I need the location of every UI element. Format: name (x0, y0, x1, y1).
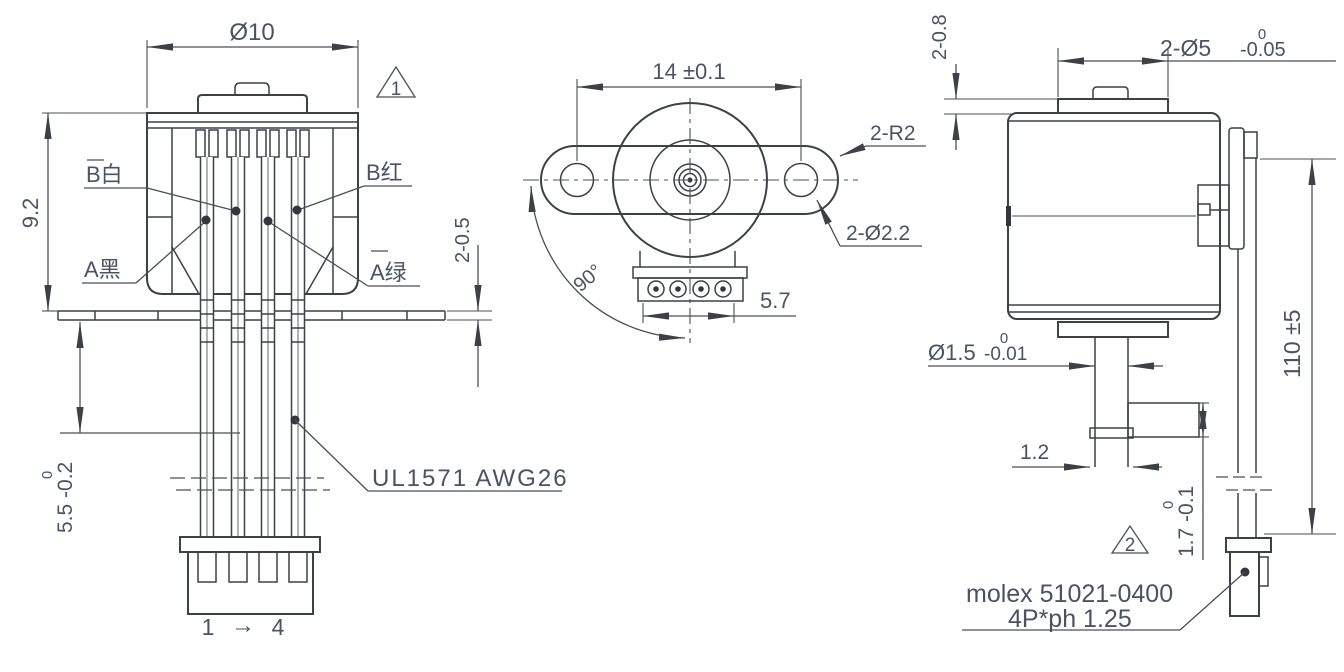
dim-shaft-diameter-value: Ø1.5 (928, 340, 976, 365)
front-view: Ø10 1 9.2 2-0.5 (18, 19, 569, 640)
connector-spec-callout: molex 51021-0400 4P*ph 1.25 (962, 567, 1250, 633)
connector-spec-line2: 4P*ph 1.25 (1008, 605, 1132, 633)
dim-hole-pitch-text: 14 ±0.1 (652, 59, 725, 84)
dim-body-height: 9.2 (18, 113, 58, 312)
dim-lead-length: 110 ±5 (1260, 158, 1336, 535)
label-a-black: A黑 (84, 257, 121, 282)
dim-hole-diameter: 2-Ø2.2 (816, 199, 922, 247)
dim-angle-text: 90° (569, 260, 606, 296)
dim-ear-radius: 2-R2 (839, 122, 926, 157)
leader-dot-a-black (201, 215, 211, 225)
dim-hole-pitch: 14 ±0.1 (576, 59, 802, 161)
dim-shaft-diameter-upper: 0 (1000, 330, 1008, 347)
dim-boss-height: 2-0.8 (929, 14, 1058, 150)
dim-body-height-text: 9.2 (18, 198, 43, 229)
front-view-geometry (42, 82, 446, 615)
dim-connector-width: 5.7 (642, 288, 796, 323)
wire-spec-callout: UL1571 AWG26 (290, 415, 569, 492)
pin-first: 1 (202, 614, 215, 640)
dim-lead-exposed: 5.5 -0.2 0 (39, 322, 240, 533)
dim-pinion-height-upper: 0 (1160, 501, 1177, 509)
lead-wires (199, 157, 306, 537)
top-view-geometry (523, 98, 858, 343)
dim-pinion-width: 1.2 (1012, 441, 1162, 471)
dim-pinion-height: 1.7 -0.1 0 (1160, 402, 1209, 560)
dim-lead-exposed-upper: 0 (39, 471, 56, 479)
label-b-red: B红 (366, 160, 403, 185)
coil-terminals (195, 129, 310, 158)
rev-flag-1: 1 (375, 65, 417, 100)
dim-boss-diameter-value: 2-Ø5 (1160, 35, 1211, 61)
dim-ear-radius-text: 2-R2 (870, 122, 916, 145)
connector-front (179, 536, 321, 615)
top-view: 14 ±0.1 2-R2 2-Ø2.2 90° 5.7 (523, 59, 926, 343)
dim-flange-thickness-text: 2-0.5 (452, 217, 474, 263)
pinion (1127, 402, 1200, 438)
pin-numbering: 1 → 4 (202, 612, 285, 640)
dim-shaft-diameter: Ø1.5 -0.01 0 (928, 330, 1163, 370)
connector-side (1225, 537, 1272, 617)
dim-outer-diameter-text: Ø10 (229, 19, 274, 46)
dim-outer-diameter: Ø10 (146, 19, 359, 108)
wire-guide-plate (1228, 127, 1245, 250)
label-a-green: A绿 (370, 260, 407, 285)
dim-boss-diameter-upper: 0 (1258, 26, 1266, 43)
dim-flange-thickness: 2-0.5 (447, 217, 492, 387)
dim-boss-diameter-lower: -0.05 (1240, 39, 1286, 61)
pin-last: 4 (272, 614, 285, 640)
dim-hole-diameter-text: 2-Ø2.2 (846, 222, 910, 245)
dim-connector-width-text: 5.7 (760, 288, 791, 313)
rev-flag-2-text: 2 (1125, 535, 1136, 556)
wire-spec-text: UL1571 AWG26 (372, 465, 569, 492)
dim-lead-exposed-value: 5.5 -0.2 (54, 462, 77, 533)
leader-dot-b-red (292, 205, 302, 215)
dim-pinion-height-value: 1.7 -0.1 (1175, 486, 1198, 557)
connector-spec-line1: molex 51021-0400 (966, 580, 1173, 608)
rev-flag-1-text: 1 (391, 79, 402, 100)
dim-pinion-width-text: 1.2 (1020, 441, 1049, 464)
leader-dot-a-green (263, 216, 273, 226)
label-b-white: B白 (86, 162, 123, 187)
dim-shaft-diameter-lower: -0.01 (984, 344, 1027, 365)
dim-boss-height-text: 2-0.8 (929, 14, 951, 60)
phase-labels: B白 B红 A黑 A绿 (82, 159, 420, 287)
pin-arrow: → (231, 612, 255, 639)
side-view-geometry (1006, 86, 1272, 617)
cable (1216, 158, 1272, 538)
dim-lead-length-text: 110 ±5 (1279, 310, 1305, 378)
side-view: 2-0.8 2-Ø5 -0.05 0 Ø1.5 -0.01 0 1.2 (928, 14, 1336, 633)
leader-dot-b-white (231, 206, 241, 216)
rev-flag-2: 2 (1110, 524, 1150, 556)
dim-boss-diameter: 2-Ø5 -0.05 0 (1057, 26, 1336, 97)
break-lines (170, 477, 330, 491)
